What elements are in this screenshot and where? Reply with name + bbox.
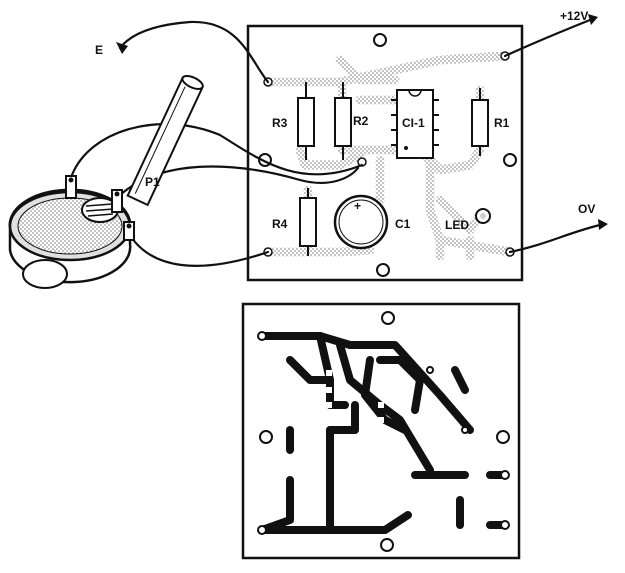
mount-hole: [376, 263, 390, 277]
ic-ci1: [391, 89, 439, 159]
potentiometer-p1: [8, 74, 204, 289]
wire-e: [118, 20, 270, 84]
label-p1: P1: [145, 175, 160, 189]
resistor-r1: [471, 88, 489, 156]
resistor-r2: [334, 82, 352, 160]
wire-p1-top: [70, 123, 364, 177]
label-c1: C1: [395, 217, 411, 231]
arrow-12v: [588, 14, 598, 25]
label-c1-polarity: +: [354, 199, 361, 213]
resistor-r3: [297, 82, 315, 160]
label-0v: OV: [578, 202, 595, 216]
label-r4: R4: [272, 217, 288, 231]
wire-p1-bottom: [126, 230, 270, 267]
label-ci1: CI-1: [402, 116, 425, 130]
label-led: LED: [445, 218, 469, 232]
mount-hole: [380, 538, 394, 552]
copper-pads: [257, 331, 510, 535]
mount-hole: [381, 311, 395, 325]
label-r1: R1: [494, 116, 510, 130]
resistor-r4: [299, 188, 317, 256]
component-board: CI-1 R3 R2 R1 R4: [246, 24, 524, 282]
arrow-e: [116, 42, 128, 54]
arrow-0v: [598, 219, 608, 230]
mount-hole: [496, 430, 510, 444]
wire-0v: [508, 223, 602, 254]
label-r2: R2: [353, 114, 369, 128]
label-12v: +12V: [560, 9, 588, 23]
ic-pads: [326, 370, 384, 423]
copper-board: [241, 302, 521, 560]
mount-hole: [259, 430, 273, 444]
mount-hole: [503, 153, 517, 167]
mount-hole: [373, 33, 387, 47]
wire-12v: [503, 18, 592, 58]
label-e: E: [95, 43, 103, 57]
led: [475, 208, 491, 224]
capacitor-c1: [333, 194, 389, 250]
label-r3: R3: [272, 116, 288, 130]
copper-traces-ghost: [263, 51, 515, 261]
